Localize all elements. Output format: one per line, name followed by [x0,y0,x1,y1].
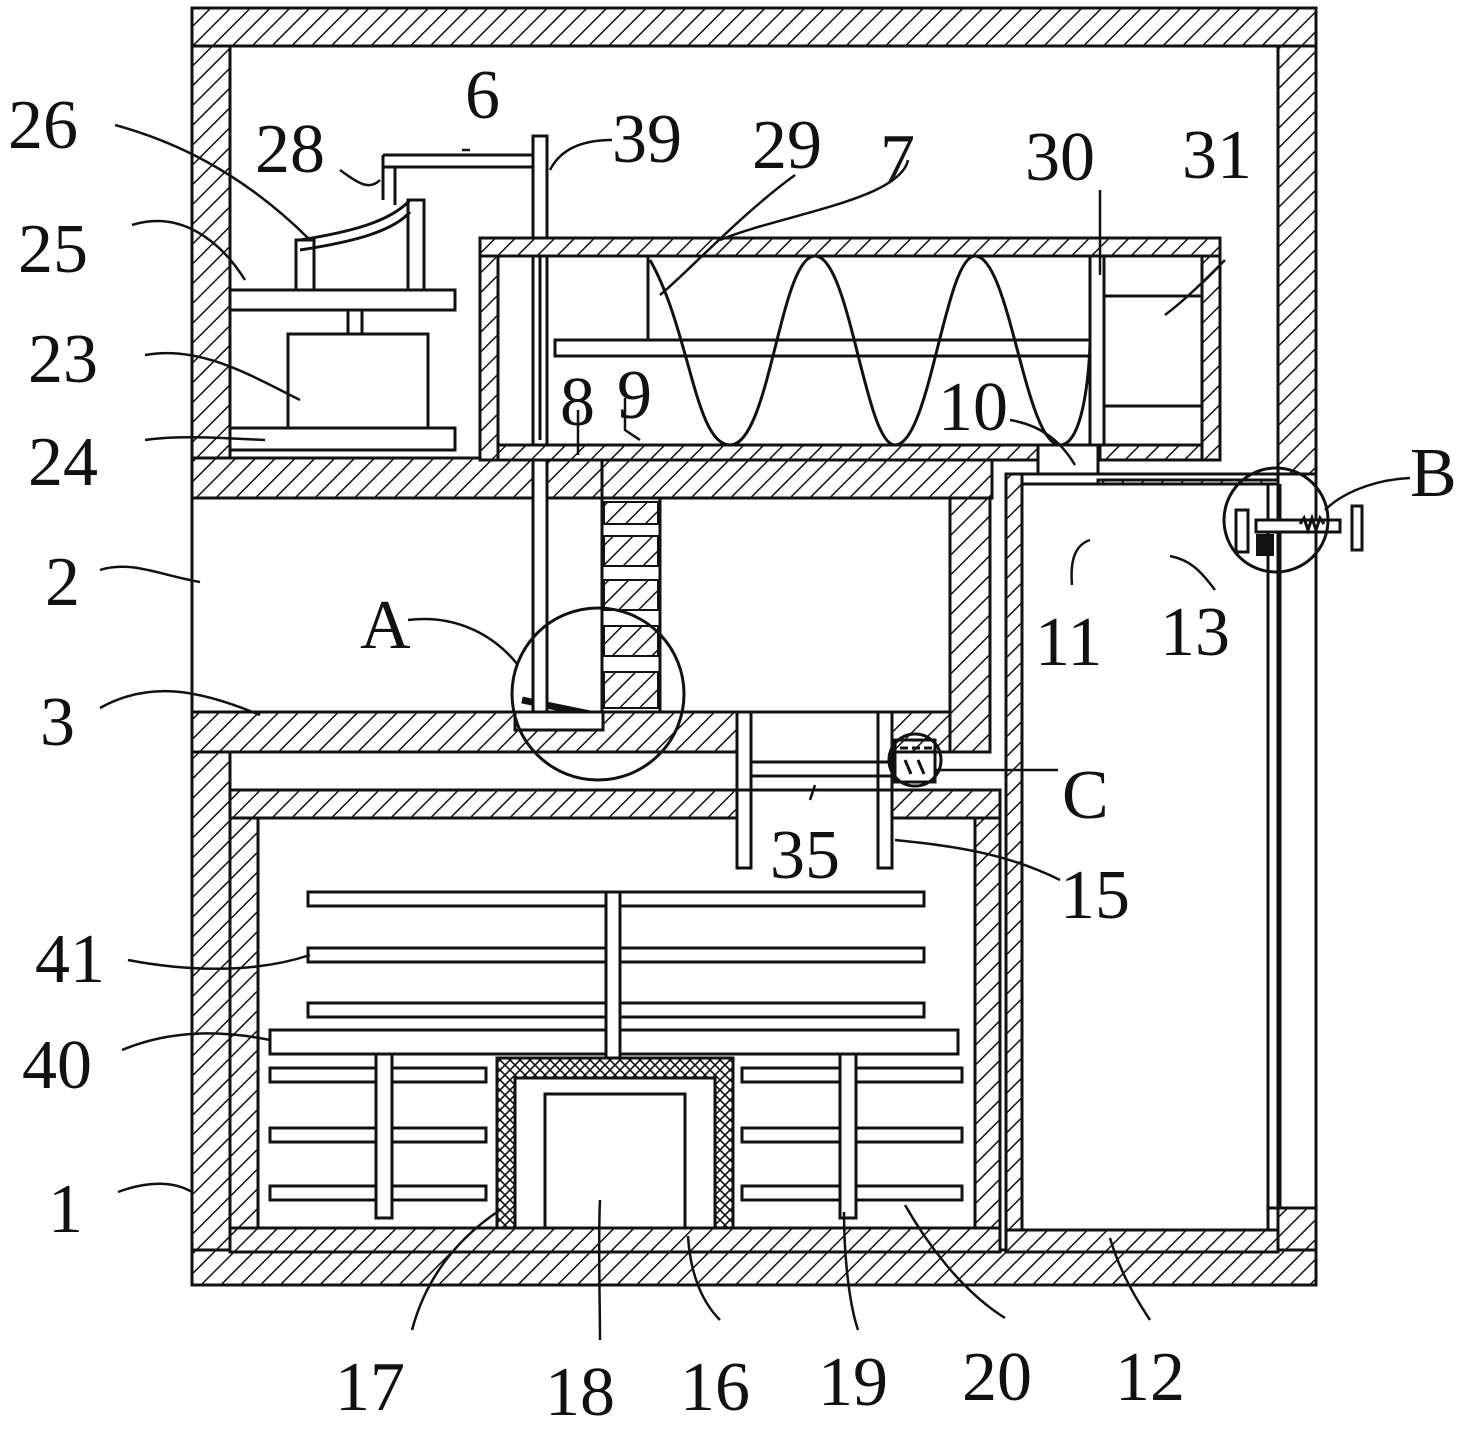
label-35: 35 [770,817,840,894]
right-chamber [1004,472,1282,1254]
label-13: 13 [1160,594,1230,671]
adjust-knob-b [1234,504,1364,556]
label-a: A [360,587,411,664]
label-3: 3 [40,684,75,761]
label-9: 9 [617,357,652,434]
label-26: 26 [8,87,78,164]
detail-circles [510,466,1330,788]
label-30: 30 [1025,119,1095,196]
label-31: 31 [1182,117,1252,194]
label-b: B [1410,435,1457,512]
label-7: 7 [880,121,915,198]
label-10: 10 [938,369,1008,446]
label-19: 19 [818,1344,888,1421]
label-12: 12 [1115,1339,1185,1416]
outer-housing [190,6,1318,1287]
label-29: 29 [752,107,822,184]
label-25: 25 [18,211,88,288]
label-20: 20 [962,1339,1032,1416]
label-6: 6 [465,57,500,134]
label-24: 24 [28,424,98,501]
label-1: 1 [48,1171,83,1248]
screen-ladder [513,496,662,732]
label-17: 17 [335,1349,405,1426]
label-11: 11 [1035,604,1102,681]
label-28: 28 [255,111,325,188]
label-18: 18 [545,1354,615,1431]
upper-motor-assembly [228,153,533,452]
label-16: 16 [680,1349,750,1426]
lower-tank [228,788,1002,1254]
label-2: 2 [45,544,80,621]
label-15: 15 [1060,857,1130,934]
label-41: 41 [35,921,105,998]
part-labels: 1 2 3 6 7 8 9 10 11 12 13 15 16 17 18 19… [8,57,1457,1431]
inner-box [658,496,992,754]
label-39: 39 [612,101,682,178]
label-c: C [1062,757,1109,834]
rake-blades [268,1052,964,1220]
label-8: 8 [560,364,595,441]
leader-lines [99,123,1411,1341]
label-23: 23 [28,321,98,398]
label-40: 40 [22,1027,92,1104]
motor-housing [495,1056,735,1230]
